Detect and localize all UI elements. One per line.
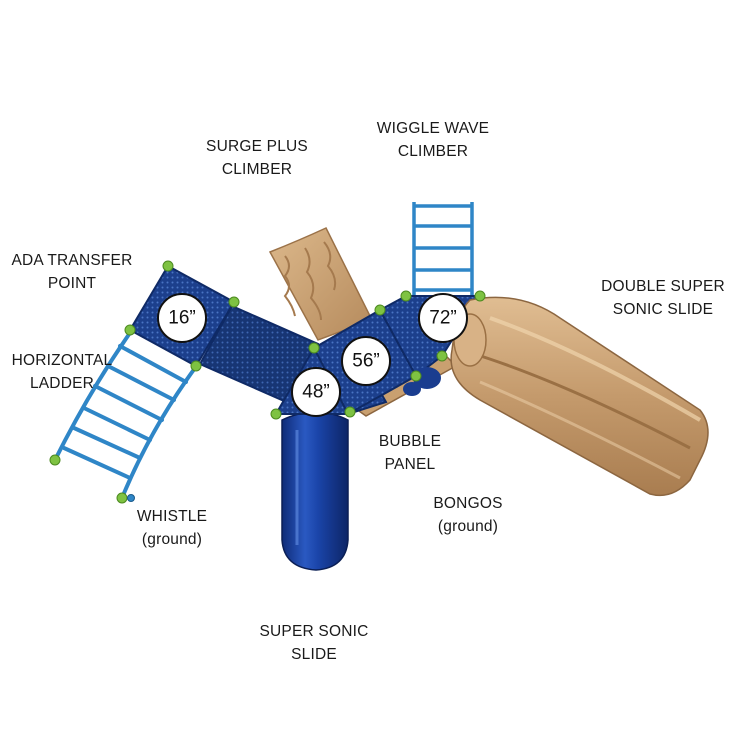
height-marker-56: 56” bbox=[341, 336, 391, 386]
label-line: SUPER SONIC bbox=[259, 623, 369, 640]
height-marker-16: 16” bbox=[157, 293, 207, 343]
label-ada-transfer-point: ADA TRANSFER POINT bbox=[2, 249, 142, 295]
label-line: POINT bbox=[47, 275, 97, 292]
label-line: WIGGLE WAVE bbox=[376, 120, 490, 137]
wiggle-wave-climber bbox=[412, 202, 474, 296]
label-bubble-panel: BUBBLE PANEL bbox=[362, 430, 458, 476]
label-line: HORIZONTAL bbox=[11, 352, 113, 369]
label-whistle: WHISTLE (ground) bbox=[120, 505, 224, 551]
label-line: PANEL bbox=[384, 456, 436, 473]
label-line: CLIMBER bbox=[397, 143, 469, 160]
height-label-48: 48” bbox=[302, 382, 329, 403]
clamps bbox=[49, 260, 486, 504]
double-super-sonic-slide bbox=[450, 296, 709, 497]
label-line: CLIMBER bbox=[221, 161, 293, 178]
label-horizontal-ladder: HORIZONTAL LADDER bbox=[0, 349, 124, 395]
horizontal-ladder bbox=[53, 328, 197, 500]
label-line: SURGE PLUS bbox=[206, 138, 308, 155]
super-sonic-slide bbox=[281, 411, 349, 571]
label-double-super-sonic-slide: DOUBLE SUPER SONIC SLIDE bbox=[588, 275, 738, 321]
label-line: BONGOS bbox=[433, 495, 503, 512]
label-line: LADDER bbox=[29, 375, 95, 392]
label-surge-plus-climber: SURGE PLUS CLIMBER bbox=[196, 135, 318, 181]
label-line: ADA TRANSFER bbox=[11, 252, 133, 269]
label-bongos: BONGOS (ground) bbox=[418, 492, 518, 538]
label-line: WHISTLE bbox=[136, 508, 208, 525]
label-line: SONIC SLIDE bbox=[612, 301, 714, 318]
height-label-16: 16” bbox=[168, 308, 195, 329]
height-label-56: 56” bbox=[352, 351, 379, 372]
whistle-icon bbox=[127, 494, 135, 502]
label-super-sonic-slide: SUPER SONIC SLIDE bbox=[248, 620, 380, 666]
height-marker-48: 48” bbox=[291, 367, 341, 417]
label-line: (ground) bbox=[141, 531, 203, 548]
height-marker-72: 72” bbox=[418, 293, 468, 343]
label-wiggle-wave-climber: WIGGLE WAVE CLIMBER bbox=[372, 117, 494, 163]
height-label-72: 72” bbox=[429, 308, 456, 329]
label-line: SLIDE bbox=[291, 646, 337, 663]
label-line: (ground) bbox=[437, 518, 499, 535]
label-line: BUBBLE bbox=[378, 433, 442, 450]
label-line: DOUBLE SUPER bbox=[601, 278, 725, 295]
